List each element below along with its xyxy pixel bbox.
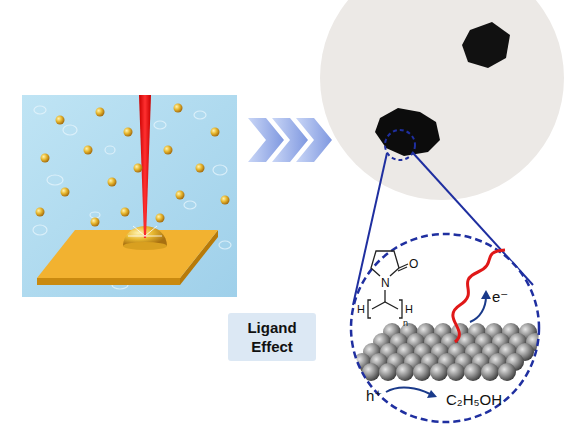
- arrowhead: [481, 290, 491, 299]
- zoom-circle: [351, 234, 539, 422]
- metal-atom: [498, 363, 516, 381]
- zoom-spot: [385, 130, 415, 160]
- metal-lattice: [345, 323, 544, 381]
- metal-atom: [464, 363, 482, 381]
- substrate-edge: [37, 278, 180, 285]
- bubbles: [33, 106, 231, 289]
- electron-arrow: [470, 296, 486, 322]
- metal-atom: [447, 363, 465, 381]
- laser-sparks: [128, 226, 162, 236]
- box-label: Ligand Effect: [234, 318, 310, 356]
- metal-atom: [481, 363, 499, 381]
- metal-atom: [413, 363, 431, 381]
- photo-paper: [320, 0, 564, 200]
- arrowhead: [427, 390, 437, 398]
- metal-atom: [430, 363, 448, 381]
- electron-label: e⁻: [492, 289, 508, 304]
- black-powder: [462, 22, 510, 68]
- atom-label: H: [405, 304, 413, 315]
- gold-nanoparticles: [36, 104, 230, 227]
- label-box: Ligand Effect: [228, 313, 316, 361]
- atom-label: H: [357, 304, 365, 315]
- hole-label: h⁺: [366, 388, 382, 403]
- pvp-structure: [368, 251, 408, 318]
- zoom-ground: [351, 234, 539, 422]
- metal-atom: [396, 363, 414, 381]
- metal-atom: [379, 363, 397, 381]
- hole-arrow: [386, 388, 430, 394]
- atom-label: O: [409, 258, 418, 270]
- metal-atom: [345, 363, 363, 381]
- dome-base: [123, 242, 167, 250]
- water-panel: [22, 95, 237, 297]
- atom-label: N: [381, 277, 390, 289]
- product-label: C₂H₅OH: [446, 392, 502, 407]
- chevron-arrows: [248, 118, 332, 162]
- subscript-label: n: [403, 319, 408, 328]
